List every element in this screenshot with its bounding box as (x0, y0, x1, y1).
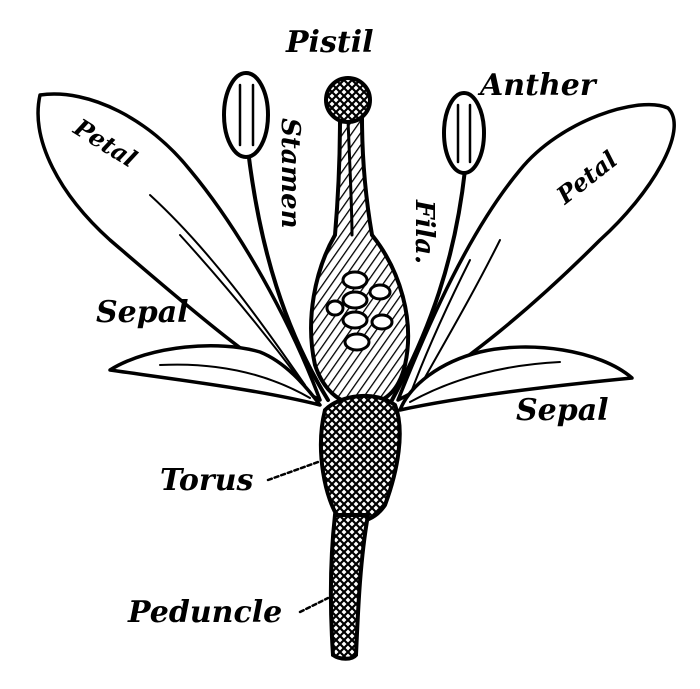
pistil (309, 76, 410, 408)
stamen-left (222, 71, 330, 402)
label-fila: Fila. (409, 199, 439, 264)
ovules (325, 270, 394, 352)
label-anther: Anther (477, 68, 598, 103)
stamen-right (390, 91, 486, 402)
sepal-left (108, 344, 322, 407)
sepal-right (398, 345, 634, 412)
peduncle-leader-line (298, 596, 330, 614)
peduncle (328, 513, 371, 661)
torus-leader-line (266, 460, 320, 482)
label-pistil: Pistil (285, 25, 374, 60)
label-sepal-right: Sepal (516, 393, 609, 428)
label-stamen: Stamen (275, 118, 305, 229)
petal-left (36, 92, 322, 402)
torus (318, 393, 402, 524)
label-sepal-left: Sepal (96, 295, 189, 330)
label-peduncle: Peduncle (127, 595, 282, 630)
label-torus: Torus (160, 463, 254, 498)
